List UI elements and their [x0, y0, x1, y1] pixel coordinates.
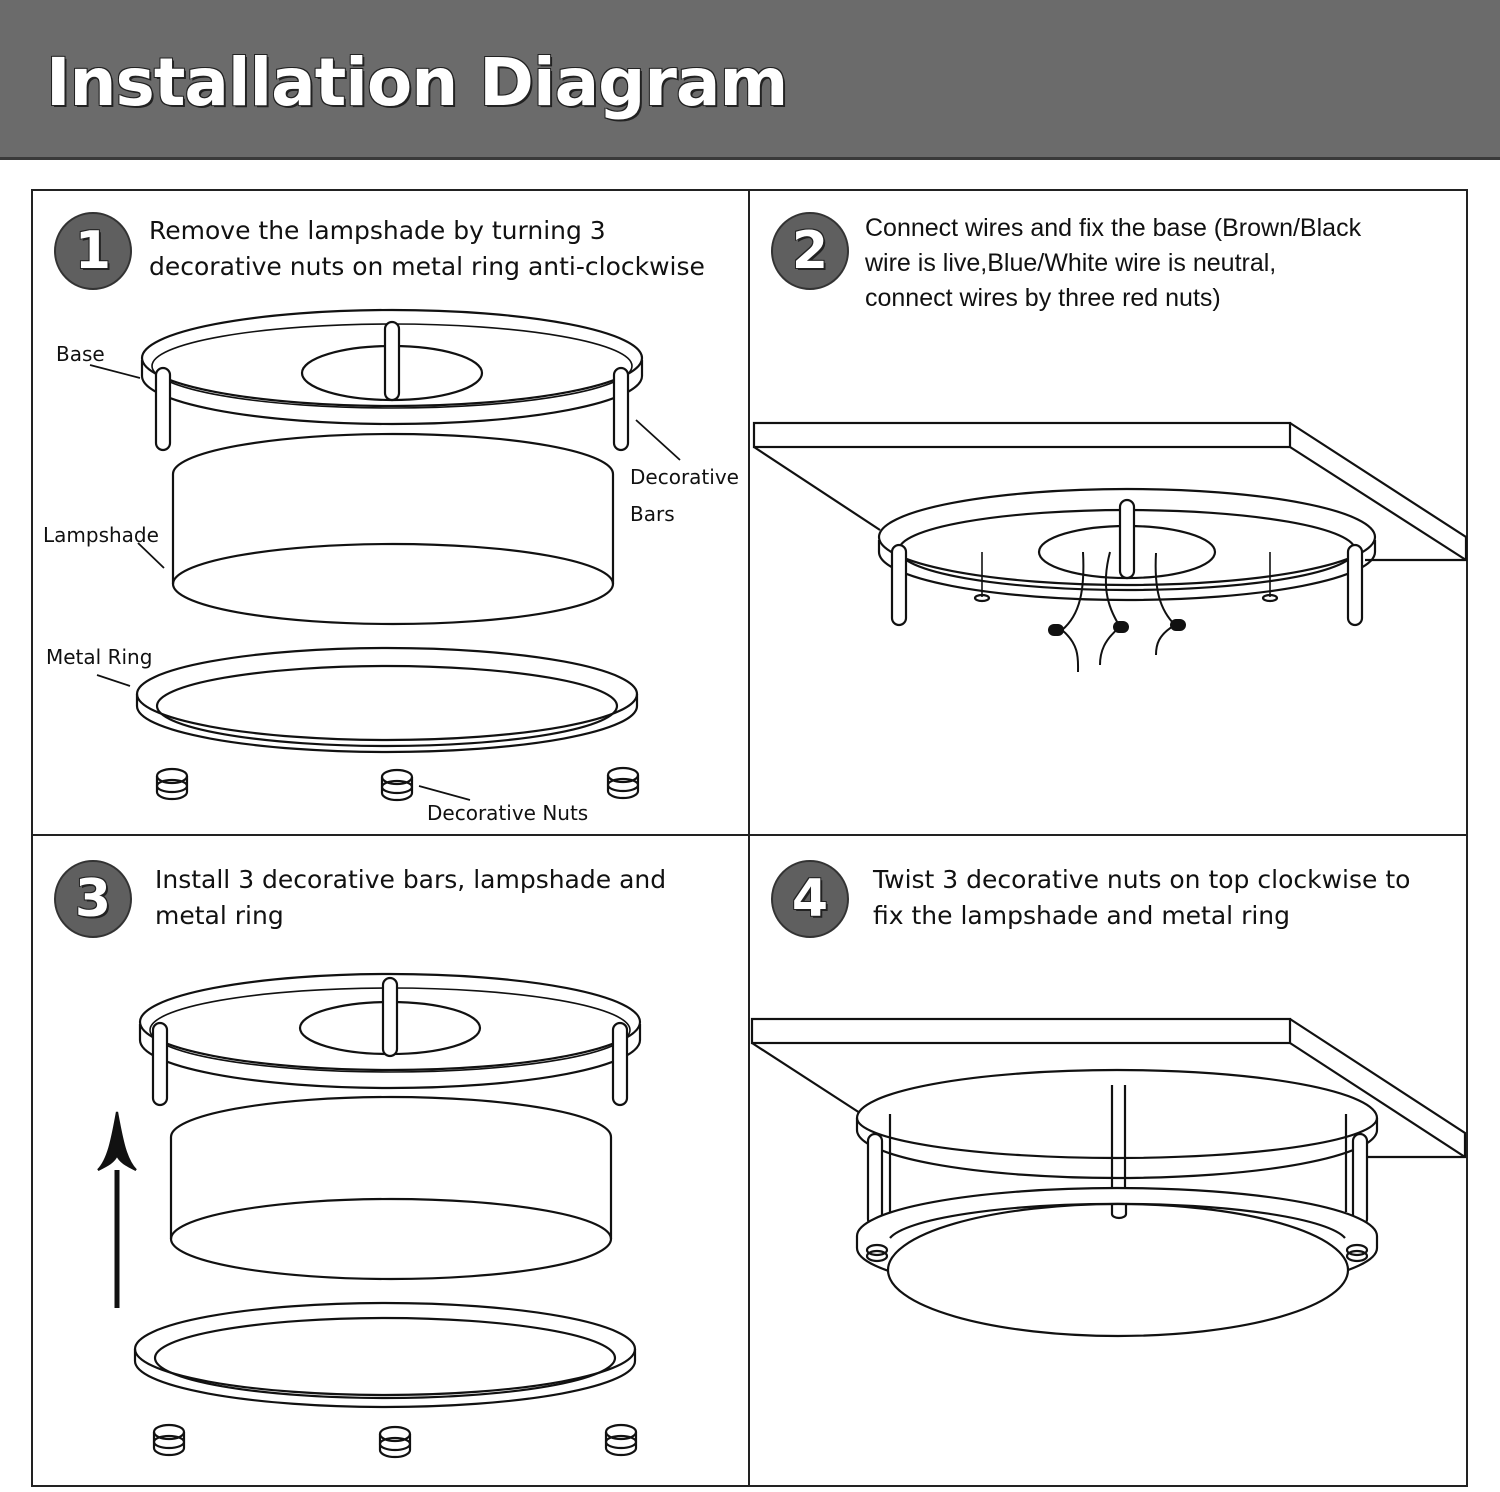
- step-2-text: Connect wires and fix the base (Brown/Bl…: [865, 211, 1361, 316]
- step-2-line-3: connect wires by three red nuts): [865, 284, 1221, 312]
- step-1-illustration: [89, 308, 681, 802]
- label-decorative-bars-2: Bars: [630, 502, 675, 526]
- lampshade-illustration: [171, 432, 615, 626]
- step-1-text: Remove the lampshade by turning 3 decora…: [149, 213, 705, 285]
- ceiling-illustration: [752, 421, 1468, 562]
- step-2-line-2: wire is live,Blue/White wire is neutral,: [865, 249, 1277, 277]
- label-decorative-bars-1: Decorative: [630, 465, 739, 489]
- ceiling-illustration: [750, 1017, 1467, 1159]
- red-wire-nuts: [1048, 619, 1186, 636]
- assembled-fixture-illustration: [855, 1068, 1379, 1338]
- step-1-badge: 1: [54, 212, 132, 290]
- lampshade-illustration: [169, 1095, 613, 1281]
- step-2-line-1: Connect wires and fix the base (Brown/Bl…: [865, 214, 1362, 242]
- metal-ring-illustration: [135, 646, 639, 754]
- grid-divider-vertical: [748, 189, 750, 1487]
- step-2-illustration: [752, 421, 1468, 673]
- step-3-badge: 3: [54, 860, 132, 938]
- step-3-illustration: [97, 972, 642, 1459]
- label-metal-ring: Metal Ring: [46, 645, 153, 669]
- label-decorative-nuts: Decorative Nuts: [427, 801, 589, 825]
- label-base: Base: [56, 342, 105, 366]
- step-3-text: Install 3 decorative bars, lampshade and…: [155, 862, 666, 934]
- base-illustration: [138, 972, 642, 1107]
- step-4-text: Twist 3 decorative nuts on top clockwise…: [873, 862, 1410, 934]
- step-4-illustration: [750, 1017, 1467, 1338]
- step-3-line-2: metal ring: [155, 901, 284, 930]
- metal-ring-illustration: [133, 1301, 637, 1409]
- step-4-line-2: fix the lampshade and metal ring: [873, 901, 1291, 930]
- header-banner: Installation Diagram: [0, 0, 1500, 160]
- step-2-badge: 2: [771, 212, 849, 290]
- label-lampshade: Lampshade: [43, 523, 159, 547]
- decorative-nuts-illustration: [152, 1423, 638, 1459]
- page-title: Installation Diagram: [46, 44, 788, 121]
- step-3-line-1: Install 3 decorative bars, lampshade and: [155, 865, 667, 894]
- decorative-nuts-illustration: [155, 766, 640, 802]
- step-1-line-2: decorative nuts on metal ring anti-clock…: [149, 252, 705, 281]
- leader-lines: [89, 364, 681, 801]
- up-arrow-icon: [97, 1111, 137, 1308]
- base-illustration-installed: [877, 487, 1377, 627]
- grid-divider-horizontal: [31, 834, 1468, 836]
- base-illustration: [140, 308, 644, 452]
- step-1-line-1: Remove the lampshade by turning 3: [149, 216, 606, 245]
- step-4-badge: 4: [771, 860, 849, 938]
- step-4-line-1: Twist 3 decorative nuts on top clockwise…: [873, 865, 1411, 894]
